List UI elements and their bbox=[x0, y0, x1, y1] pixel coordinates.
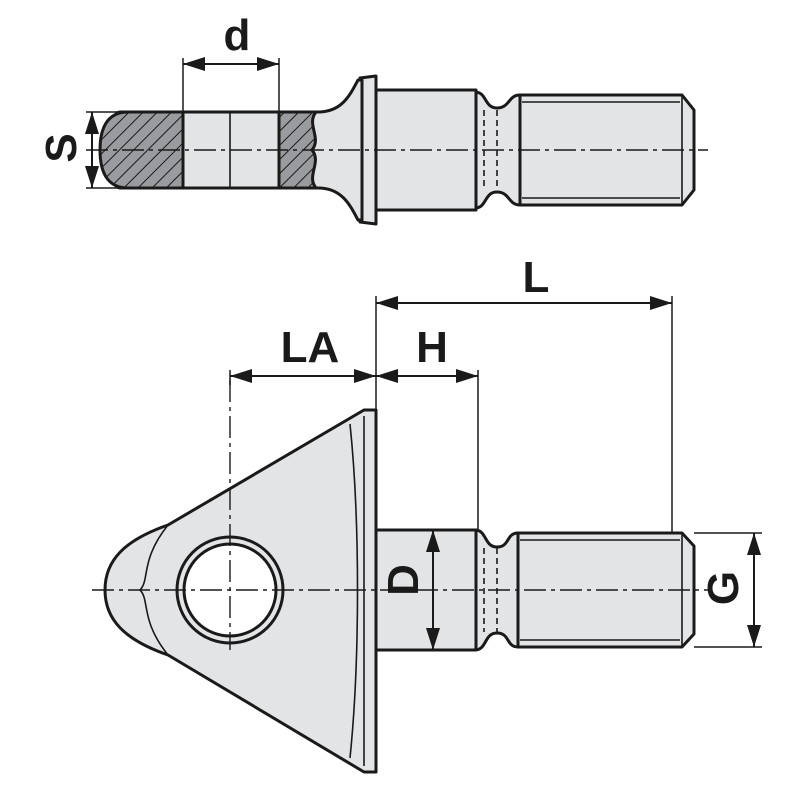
bottom-view: L LA H D bbox=[92, 253, 762, 774]
dimension-h: H bbox=[376, 323, 479, 530]
dimension-la: LA bbox=[229, 323, 376, 385]
top-view: d S bbox=[37, 11, 708, 226]
dimension-g: G bbox=[694, 532, 762, 648]
dimension-d: d bbox=[182, 11, 280, 112]
label-g: G bbox=[699, 571, 748, 605]
label-s: S bbox=[37, 133, 86, 162]
dimension-d-diameter: D bbox=[379, 530, 440, 650]
label-l: L bbox=[523, 253, 550, 302]
dimension-s: S bbox=[37, 111, 183, 189]
label-h: H bbox=[416, 323, 448, 372]
label-la: LA bbox=[281, 323, 340, 372]
label-d: d bbox=[224, 11, 251, 60]
dimension-l: L bbox=[375, 253, 673, 533]
label-D: D bbox=[379, 564, 428, 596]
